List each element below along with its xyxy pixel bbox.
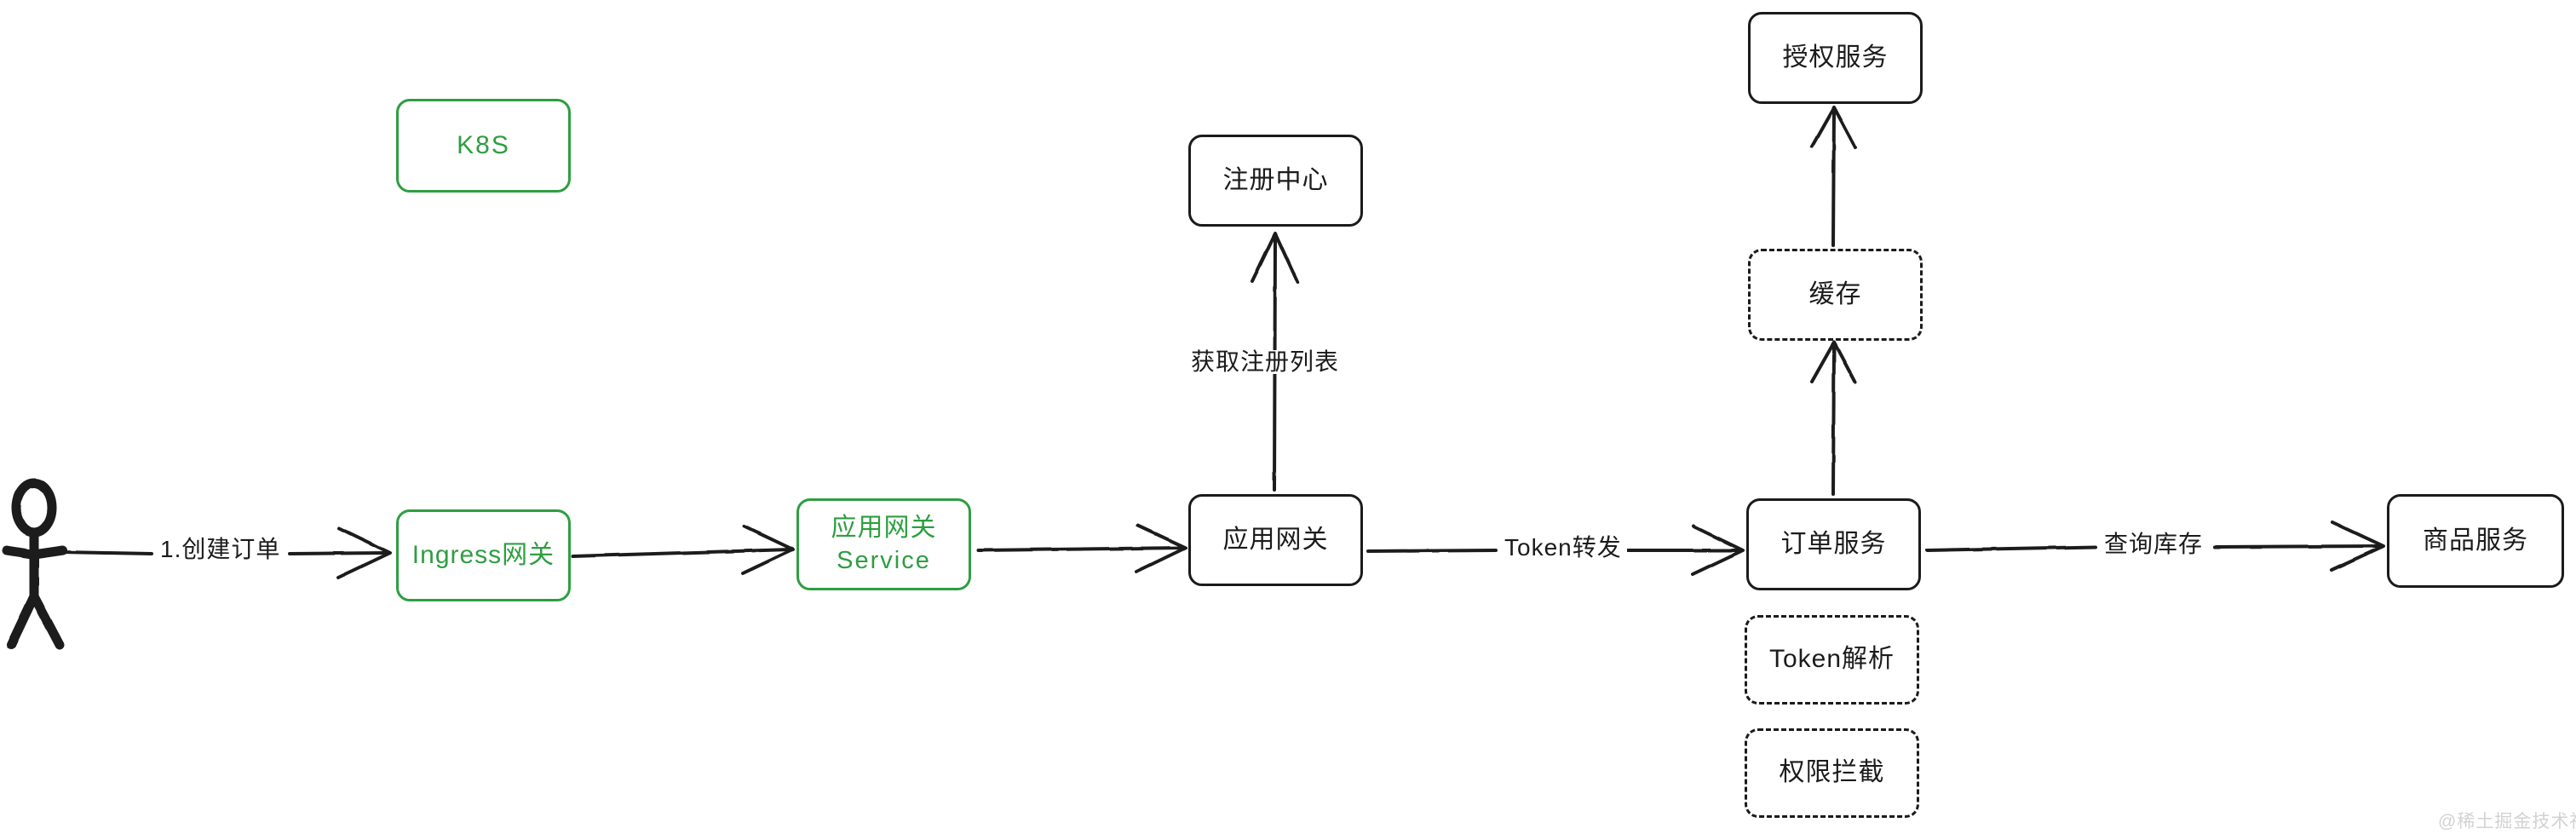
edge-app-gateway-to-order-service	[1366, 525, 1745, 576]
edge-order-service-to-cache	[1810, 341, 1857, 496]
edge-label-create-order: 1.创建订单	[155, 538, 286, 561]
node-cache-label: 缓存	[1808, 279, 1862, 308]
node-order-service[interactable]: 订单服务	[1746, 498, 1921, 590]
node-token-parse[interactable]: Token解析	[1745, 615, 1919, 705]
node-app-gateway-service-label: 应用网关	[831, 514, 937, 543]
node-app-gateway[interactable]: 应用网关	[1188, 494, 1363, 586]
node-register-center[interactable]: 注册中心	[1188, 135, 1363, 227]
edge-label-fetch-register-list: 获取注册列表	[1186, 350, 1345, 374]
node-order-service-label: 订单服务	[1780, 529, 1887, 558]
edge-ingress-to-app-gateway-service	[571, 525, 795, 575]
node-app-gateway-label: 应用网关	[1222, 525, 1329, 554]
watermark: @稀土掘金技术社区	[2438, 812, 2576, 831]
node-app-gateway-service-sublabel: Service	[837, 546, 931, 574]
node-auth-service[interactable]: 授权服务	[1748, 12, 1923, 104]
node-ingress-gateway[interactable]: Ingress网关	[396, 509, 571, 601]
node-register-center-label: 注册中心	[1222, 165, 1329, 194]
node-product-service[interactable]: 商品服务	[2387, 494, 2564, 588]
node-auth-intercept[interactable]: 权限拦截	[1745, 728, 1919, 818]
edge-order-service-to-product-service	[1925, 521, 2385, 572]
edge-app-gateway-service-to-app-gateway	[976, 524, 1187, 573]
node-product-service-label: 商品服务	[2423, 526, 2528, 555]
edge-user-to-ingress	[60, 526, 392, 579]
node-auth-intercept-label: 权限拦截	[1779, 758, 1885, 787]
node-cache[interactable]: 缓存	[1748, 249, 1923, 341]
edge-label-query-stock: 查询库存	[2099, 532, 2209, 556]
node-auth-service-label: 授权服务	[1782, 43, 1889, 72]
edge-cache-to-auth-service	[1810, 106, 1857, 247]
node-app-gateway-service[interactable]: 应用网关 Service	[796, 498, 971, 590]
stick-figure-icon	[2, 478, 68, 650]
node-ingress-gateway-label: Ingress网关	[411, 540, 555, 569]
edge-label-token-forward: Token转发	[1499, 536, 1627, 560]
node-k8s-label: K8S	[457, 130, 510, 159]
node-token-parse-label: Token解析	[1768, 645, 1895, 674]
node-k8s[interactable]: K8S	[396, 99, 571, 193]
